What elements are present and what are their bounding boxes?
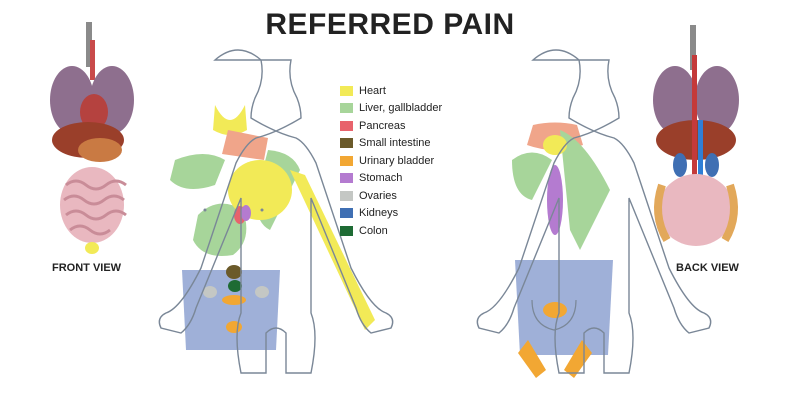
legend-swatch	[340, 155, 353, 166]
legend-label: Kidneys	[359, 207, 399, 220]
legend-label: Heart	[359, 84, 386, 97]
legend-swatch	[340, 85, 353, 96]
back-zone-leg-right	[564, 340, 592, 378]
back-body-outline	[476, 49, 712, 374]
legend-item-ovaries: Ovaries	[340, 187, 480, 205]
back-zone-bladder	[543, 302, 567, 318]
front-zone-chest-top	[222, 130, 268, 160]
legend-swatch	[340, 190, 353, 201]
back-view-label: BACK VIEW	[676, 262, 739, 274]
legend-item-liver-gallbladder: Liver, gallbladder	[340, 100, 480, 118]
diagram-title: REFERRED PAIN	[265, 8, 515, 41]
back-body	[476, 49, 712, 378]
front-view-label: FRONT VIEW	[52, 262, 122, 274]
front-organs-illustration	[50, 22, 134, 254]
legend-item-urinary-bladder: Urinary bladder	[340, 152, 480, 170]
front-zone-ovary-left	[255, 286, 269, 298]
front-body-outline	[158, 49, 394, 374]
front-zone-stomach	[241, 205, 251, 221]
legend-label: Colon	[359, 224, 388, 237]
legend-item-stomach: Stomach	[340, 170, 480, 188]
front-body	[158, 49, 394, 374]
legend-label: Small intestine	[359, 137, 431, 150]
legend-swatch	[340, 225, 353, 236]
legend-label: Stomach	[359, 172, 403, 185]
legend-swatch	[340, 120, 353, 131]
legend-swatch	[340, 173, 353, 184]
legend-item-kidneys: Kidneys	[340, 205, 480, 223]
back-zone-heart	[543, 135, 567, 155]
legend-label: Urinary bladder	[359, 154, 435, 167]
legend-label: Ovaries	[359, 189, 397, 202]
legend: Heart Liver, gallbladder Pancreas Small …	[340, 82, 480, 240]
legend-item-colon: Colon	[340, 222, 480, 240]
front-zone-bladder	[222, 295, 246, 305]
front-zone-colon	[228, 280, 242, 292]
back-zone-left-shoulder	[512, 152, 552, 200]
legend-item-pancreas: Pancreas	[340, 117, 480, 135]
back-zone-right-shoulder	[560, 130, 610, 250]
legend-label: Liver, gallbladder	[359, 102, 443, 115]
legend-swatch	[340, 103, 353, 114]
back-organs-illustration	[653, 25, 739, 246]
legend-swatch	[340, 208, 353, 219]
back-zone-leg-left	[518, 340, 546, 378]
front-zone-neck-heart	[213, 105, 247, 135]
legend-swatch	[340, 138, 353, 149]
legend-label: Pancreas	[359, 119, 406, 132]
legend-item-small-intestine: Small intestine	[340, 135, 480, 153]
front-zone-right-shoulder	[170, 154, 225, 189]
front-zone-ovary-right	[203, 286, 217, 298]
front-zone-heart	[228, 160, 292, 220]
front-zone-small-intestine	[226, 265, 242, 279]
front-zone-bladder-lower	[226, 321, 242, 333]
legend-item-heart: Heart	[340, 82, 480, 100]
